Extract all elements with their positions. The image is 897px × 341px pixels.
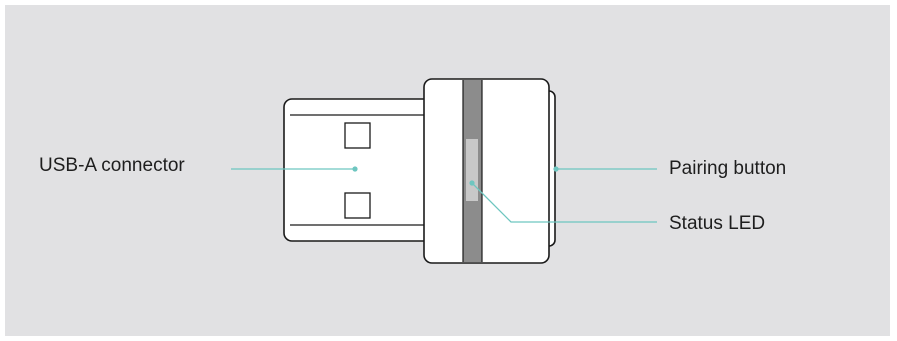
pairing-button-callout-dot xyxy=(553,166,559,172)
usb-connector-label: USB-A connector xyxy=(39,155,185,176)
usb-contact-window-bottom xyxy=(344,192,371,219)
usb-connector-plug xyxy=(283,98,445,242)
status-led-callout-line xyxy=(471,182,657,223)
dongle-body xyxy=(423,78,550,264)
status-led-window xyxy=(466,139,478,201)
pairing-button-label: Pairing button xyxy=(669,158,787,179)
usb-connector-callout-dot xyxy=(352,166,358,172)
status-led-label: Status LED xyxy=(669,213,766,234)
status-led-callout-dot xyxy=(469,180,475,186)
usb-contact-window-top xyxy=(344,122,371,149)
